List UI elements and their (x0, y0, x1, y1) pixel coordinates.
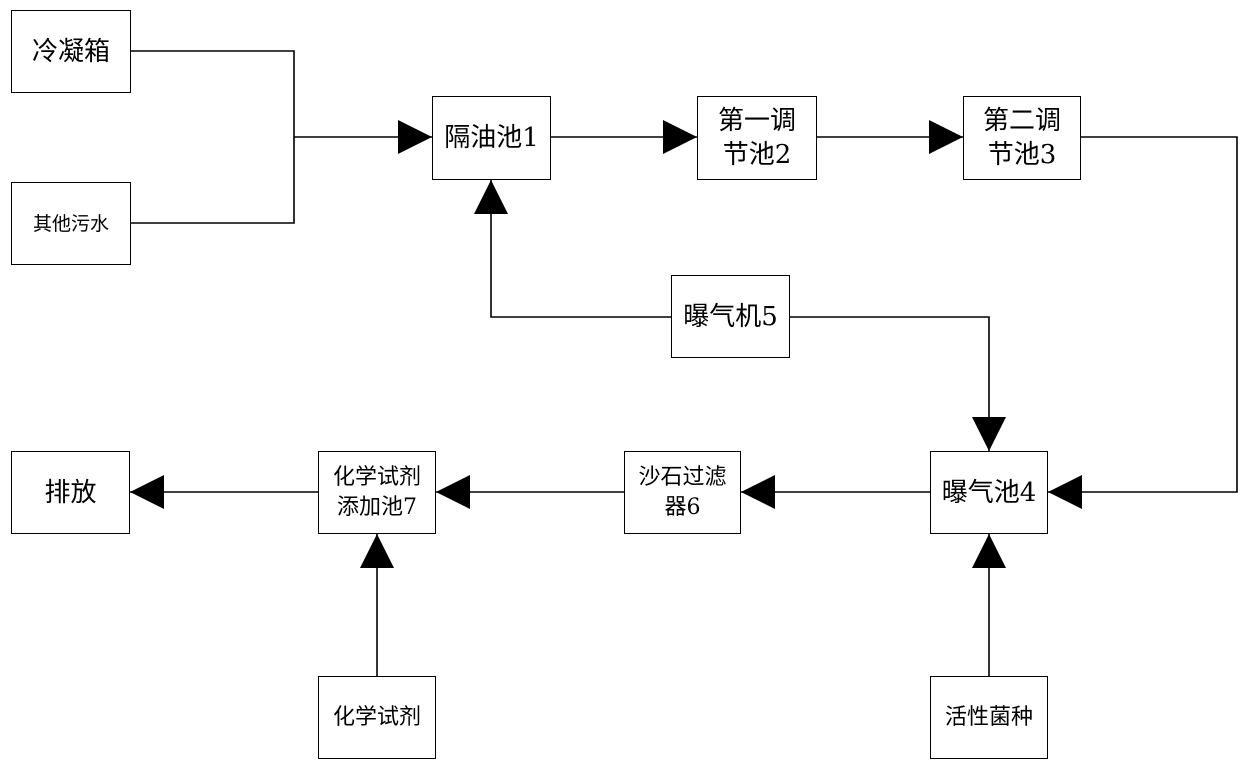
edge-aerator-to-aeration-tank (790, 316, 1006, 451)
other-sewage-label: 其他污水 (32, 212, 109, 235)
condenser-label: 冷凝箱 (31, 36, 110, 67)
aerator-label: 曝气机5 (683, 301, 778, 332)
aerator-box: 曝气机5 (671, 275, 790, 358)
first-regulating-box: 第一调 节池2 (697, 96, 817, 180)
chemical-tank-line1: 化学试剂 (332, 464, 421, 490)
edge-condenser-merge (131, 50, 295, 224)
aeration-tank-label: 曝气池4 (941, 477, 1037, 508)
sand-filter-line2: 器6 (664, 494, 701, 520)
oil-separator-box: 隔油池1 (432, 96, 551, 180)
second-regulating-line1: 第二调 (982, 106, 1061, 136)
condenser-box: 冷凝箱 (11, 10, 131, 93)
chemical-reagent-label: 化学试剂 (332, 704, 421, 730)
chemical-reagent-box: 化学试剂 (318, 676, 436, 759)
second-regulating-line2: 节池3 (987, 140, 1057, 170)
chemical-tank-line2: 添加池7 (337, 494, 417, 520)
discharge-label: 排放 (44, 477, 97, 508)
sand-filter-box: 沙石过滤 器6 (624, 451, 741, 534)
oil-separator-label: 隔油池1 (444, 123, 539, 153)
discharge-box: 排放 (11, 451, 130, 534)
activated-bacteria-label: 活性菌种 (944, 704, 1033, 730)
sand-filter-line1: 沙石过滤 (638, 464, 727, 490)
other-sewage-box: 其他污水 (11, 182, 131, 265)
edge-second-regulating-to-aeration-tank (1048, 136, 1238, 509)
aeration-tank-box: 曝气池4 (930, 451, 1048, 534)
chemical-tank-box: 化学试剂 添加池7 (318, 451, 436, 534)
edge-aerator-to-oil-separator (474, 180, 671, 318)
second-regulating-box: 第二调 节池3 (963, 96, 1081, 180)
activated-bacteria-box: 活性菌种 (930, 676, 1048, 759)
first-regulating-line2: 节池2 (722, 140, 792, 170)
first-regulating-line1: 第一调 (717, 106, 796, 136)
